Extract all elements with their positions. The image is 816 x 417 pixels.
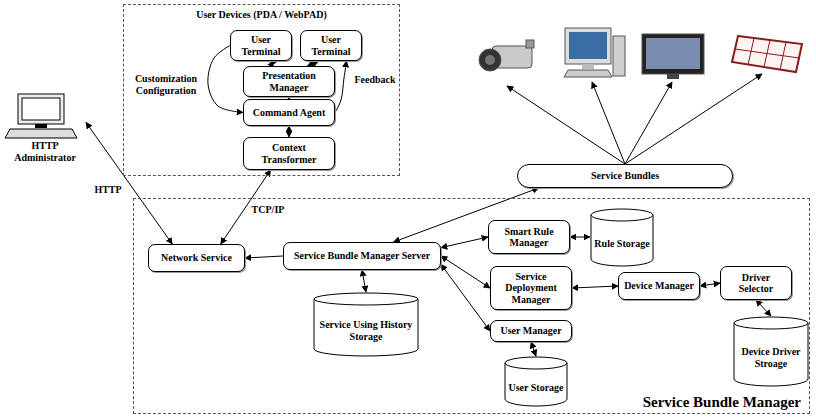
storage-cylinder: Rule Storage	[590, 208, 654, 266]
node-label: Device Manager	[624, 280, 694, 292]
agent-box: Command Agent	[243, 99, 335, 126]
node-label: Context Transformer	[247, 142, 331, 165]
manager-box: Smart Rule Manager	[488, 220, 570, 254]
cylinder-outline	[504, 356, 568, 406]
computer-icon	[564, 28, 625, 77]
node-label: Command Agent	[253, 107, 326, 119]
connector	[335, 61, 347, 113]
bundles-box: Service Bundles	[517, 164, 733, 188]
device-group: User Devices (PDA / WebPAD) User Terminal…	[123, 4, 400, 176]
node-label: Rule Storage	[594, 238, 649, 250]
node-label: HTTP Administrator	[4, 140, 86, 163]
camera-icon	[479, 40, 534, 71]
edge-label: HTTP	[92, 184, 123, 196]
connector	[289, 126, 290, 137]
terminal-box: User Terminal	[300, 30, 362, 61]
manager-box: Service Deployment Manager	[490, 266, 572, 310]
node-label: Service Bundles	[591, 170, 659, 182]
node-label: User Storage	[508, 382, 563, 394]
storage-cylinder: Device Driver Stroage	[733, 316, 809, 386]
node-label: Service Bundle Manager Server	[294, 250, 430, 262]
connector	[570, 237, 590, 238]
cylinder-outline	[590, 208, 654, 266]
connector	[441, 264, 490, 331]
connector	[756, 300, 771, 316]
connector	[572, 286, 618, 288]
device-arrows	[507, 74, 762, 164]
node-label: Driver Selector	[724, 272, 788, 295]
node-label: Presentation Manager	[247, 70, 331, 93]
node-label: User Manager	[500, 325, 561, 337]
manager-box: Device Manager	[618, 272, 700, 300]
node-label: Device Driver Stroage	[733, 346, 809, 369]
manager-box: Presentation Manager	[243, 66, 335, 97]
connector	[245, 256, 283, 258]
node-label: Smart Rule Manager	[492, 226, 566, 249]
group-heading: User Devices (PDA / WebPAD)	[124, 9, 399, 21]
connector	[441, 256, 490, 288]
manager-group: Service Bundle ManagerNetwork ServiceSer…	[133, 198, 810, 414]
admin-computer: HTTP Administrator	[4, 92, 86, 168]
connector	[86, 122, 172, 244]
node-label: Service Deployment Manager	[494, 271, 568, 306]
edge-label: Feedback	[352, 74, 397, 86]
connector	[362, 270, 366, 292]
connector	[441, 237, 488, 248]
group-heading: Service Bundle Manager	[643, 394, 801, 411]
selector-box: Driver Selector	[720, 266, 792, 300]
edge-label: Customization Configuration	[126, 73, 206, 96]
service-box: Network Service	[148, 244, 245, 272]
connector	[700, 283, 720, 286]
manager-box: User Manager	[490, 320, 572, 342]
server-box: Service Bundle Manager Server	[283, 242, 441, 270]
terminal-box: User Terminal	[230, 30, 292, 61]
computer-icon	[4, 92, 78, 140]
panel-icon	[732, 36, 802, 72]
node-label: Network Service	[161, 252, 232, 264]
connector	[221, 170, 271, 244]
transformer-box: Context Transformer	[243, 137, 335, 170]
node-label: User Terminal	[234, 34, 288, 57]
storage-cylinder: User Storage	[504, 356, 568, 406]
tv-icon	[642, 34, 704, 79]
edge-label: TCP/IP	[250, 204, 287, 216]
connector	[531, 342, 536, 356]
node-label: Service Using History Storage	[313, 319, 419, 342]
storage-cylinder: Service Using History Storage	[313, 292, 419, 356]
node-label: User Terminal	[304, 34, 358, 57]
